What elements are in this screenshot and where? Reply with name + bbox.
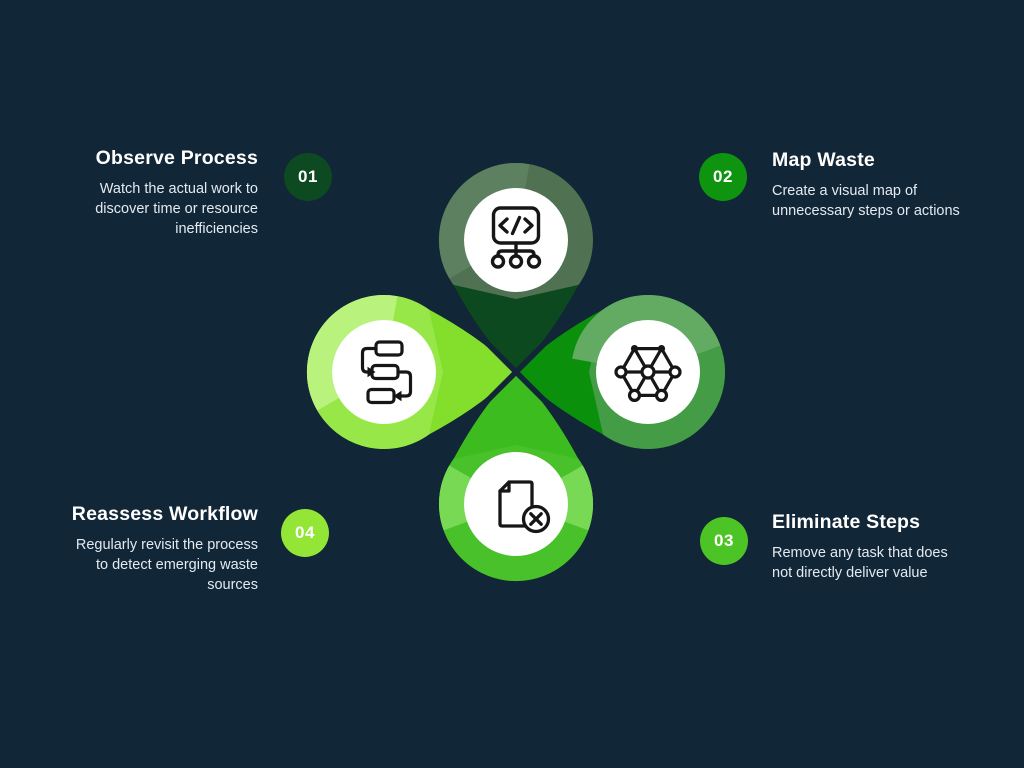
step-description: Remove any task that does not directly d… [772,545,948,581]
step-number: 04 [295,523,315,542]
step-title: Reassess Workflow [71,503,258,525]
petal-left-tail [428,309,516,435]
network-graph-icon [614,345,682,402]
step-number: 03 [714,531,734,550]
step-number-badge-01: 01 [284,153,332,201]
icon-circle-left [332,320,436,424]
step-number: 01 [298,167,318,186]
step-number-badge-03: 03 [700,517,748,565]
step-description: Regularly revisit the process to detect … [75,537,258,593]
step-number-badge-02: 02 [699,153,747,201]
step-title: Map Waste [772,149,875,171]
step-card-03: Eliminate Steps Remove any task that doe… [772,511,960,583]
petal-bottom-highlight-right [560,465,593,531]
step-description: Create a visual map of unnecessary steps… [772,183,960,219]
petal-bottom-tail [453,372,579,460]
petal-bottom-highlight-left [439,465,472,531]
step-title: Observe Process [95,147,258,169]
icon-circle-bottom [464,452,568,556]
step-number: 02 [713,167,733,186]
petal-top-tail [453,284,579,372]
petal-top-highlight [438,163,530,279]
petal-right-highlight [572,295,721,364]
petal-separator-x [423,279,609,465]
process-clover-diagram [306,162,725,582]
icon-circle-top [464,188,568,292]
step-card-04: Reassess Workflow Regularly revisit the … [40,503,258,595]
sitemap-code-icon [490,206,542,269]
workflow-arrows-icon [360,340,413,405]
step-description: Watch the actual work to discover time o… [95,181,258,237]
petal-left-highlight [306,295,398,411]
delete-file-icon [498,480,551,534]
step-card-01: Observe Process Watch the actual work to… [40,147,258,239]
step-title: Eliminate Steps [772,511,921,533]
step-number-badge-04: 04 [281,509,329,557]
step-card-02: Map Waste Create a visual map of unneces… [772,149,960,221]
